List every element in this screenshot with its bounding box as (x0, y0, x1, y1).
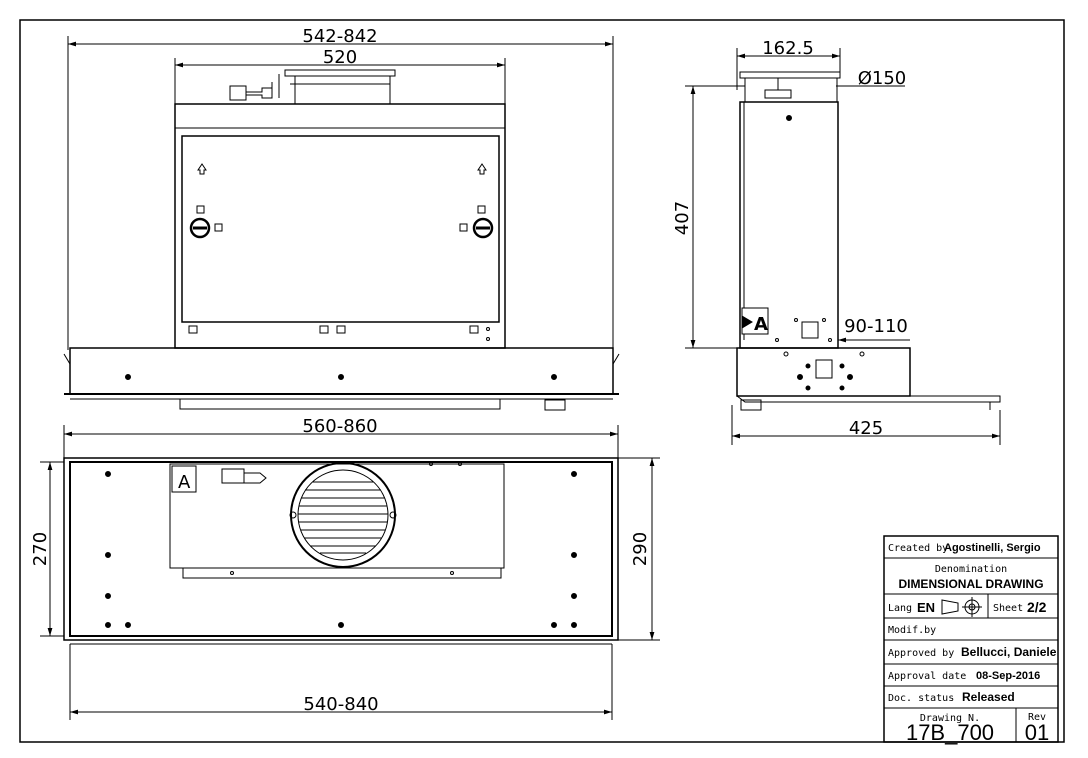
created-by-label: Created by (888, 543, 948, 554)
dim-bottom-depth-left: 270 (30, 532, 51, 566)
doc-status-value: Released (962, 690, 1015, 704)
sheet-value: 2/2 (1027, 599, 1047, 615)
doc-status-label: Doc. status (888, 693, 954, 704)
dim-side-offset: 90-110 (844, 316, 908, 337)
dim-bottom-width: 540-840 (303, 694, 378, 715)
dim-front-bottom-width: 560-860 (302, 416, 377, 437)
fan-grille (298, 481, 388, 554)
dim-bottom-depth-right: 290 (630, 532, 651, 566)
dim-front-inner-width: 520 (323, 47, 357, 68)
dim-side-diameter: Ø150 (858, 68, 907, 89)
dim-front-overall-width: 542-842 (302, 26, 377, 47)
modif-label: Modif.by (888, 625, 936, 636)
dim-side-total-depth: 425 (849, 418, 883, 439)
approved-by-label: Approved by (888, 648, 954, 659)
lang-label: Lang (888, 603, 912, 614)
rev-value: 01 (1025, 720, 1049, 745)
drawing-n-value: 17B_700 (906, 720, 994, 745)
approval-date-value: 08-Sep-2016 (976, 670, 1040, 682)
section-marker-side: A (754, 314, 768, 335)
created-by-value: Agostinelli, Sergio (944, 542, 1041, 554)
rev-label: Rev (1028, 712, 1046, 723)
approval-date-label: Approval date (888, 671, 966, 682)
denomination-label: Denomination (935, 564, 1007, 575)
dim-side-depth: 162.5 (762, 38, 814, 59)
lang-value: EN (917, 600, 935, 615)
sheet-label: Sheet (993, 603, 1023, 614)
bottom-view (40, 457, 660, 720)
approved-by-value: Bellucci, Daniele (961, 645, 1057, 659)
section-marker-bottom: A (178, 472, 191, 493)
front-view (63, 36, 620, 458)
drawing-frame (19, 19, 1065, 743)
title-block (883, 535, 1059, 743)
denomination-value: DIMENSIONAL DRAWING (898, 577, 1043, 591)
projection-cone-icon (941, 599, 959, 615)
side-view (685, 48, 1001, 445)
dim-side-height: 407 (672, 201, 693, 235)
drawing-n-label: Drawing N. (920, 713, 980, 724)
